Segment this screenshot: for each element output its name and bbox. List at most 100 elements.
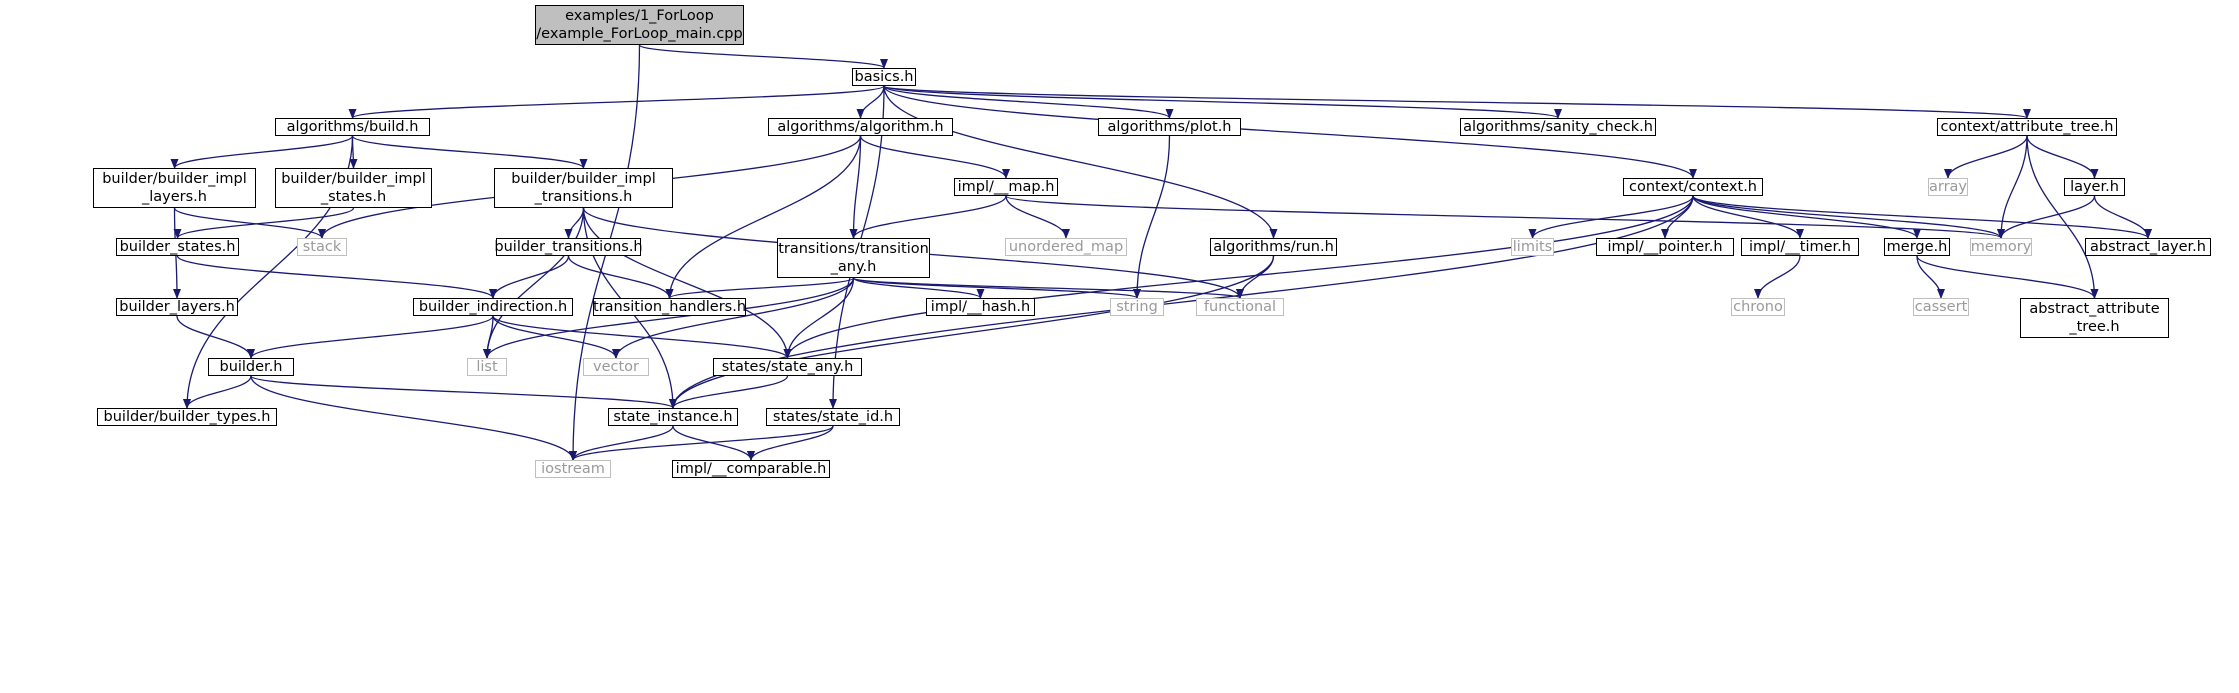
edge-state-instance-to-iostream bbox=[569, 425, 674, 461]
node-context-attribute-tree[interactable]: context/attribute_tree.h bbox=[1937, 118, 2117, 136]
node-algorithms-plot[interactable]: algorithms/plot.h bbox=[1098, 118, 1241, 136]
edge-impl-map-to-memory bbox=[1005, 195, 2005, 239]
node-basics[interactable]: basics.h bbox=[852, 68, 916, 86]
edge-alg-run-to-state-instance bbox=[669, 255, 1275, 409]
edge-state-id-to-iostream bbox=[569, 425, 834, 461]
edge-ctx-attr-to-array bbox=[1944, 135, 2028, 179]
edge-layer-to-memory bbox=[1997, 195, 2096, 239]
edge-ctx-context-to-impl-timer bbox=[1692, 195, 1804, 239]
edge-trans-any-to-list bbox=[483, 277, 855, 359]
edge-builder-trans-to-trans-handlers bbox=[567, 255, 674, 299]
edge-alg-build-to-bbi-layers bbox=[170, 135, 354, 169]
node-builder-layers[interactable]: builder_layers.h bbox=[116, 298, 238, 316]
edge-bbi-layers-to-stack bbox=[173, 207, 326, 239]
edge-alg-algorithm-to-trans-any bbox=[849, 135, 862, 239]
node-impl-pointer[interactable]: impl/__pointer.h bbox=[1596, 238, 1734, 256]
edge-trans-any-to-string bbox=[852, 277, 1141, 299]
edge-state-any-to-state-instance bbox=[669, 375, 789, 409]
node-system-string: string bbox=[1110, 298, 1164, 316]
edge-ctx-context-to-merge bbox=[1692, 195, 1921, 239]
edge-layer-to-abstract-layer bbox=[2093, 195, 2152, 239]
edge-ctx-attr-to-abstract-attr bbox=[2026, 135, 2099, 299]
node-system-unordered-map: unordered_map bbox=[1005, 238, 1127, 256]
node-abstract-attribute-tree[interactable]: abstract_attribute _tree.h bbox=[2020, 298, 2169, 338]
edge-basics-to-alg-sanity bbox=[883, 85, 1562, 119]
edge-ctx-context-to-state-instance bbox=[669, 195, 1694, 409]
node-state-instance[interactable]: state_instance.h bbox=[608, 408, 738, 426]
edge-ctx-context-to-limits bbox=[1528, 195, 1694, 239]
node-system-stack: stack bbox=[297, 238, 347, 256]
edge-builder-indir-to-builder-h bbox=[247, 315, 494, 359]
edge-alg-algorithm-to-trans-handlers bbox=[665, 135, 862, 299]
edge-impl-timer-to-chrono bbox=[1754, 255, 1801, 299]
edge-alg-algorithm-to-impl-map bbox=[859, 135, 1010, 179]
node-system-vector: vector bbox=[583, 358, 649, 376]
edge-impl-map-to-trans-any bbox=[849, 195, 1007, 239]
edge-builder-layers-to-builder-h bbox=[176, 315, 255, 359]
node-system-list: list bbox=[467, 358, 507, 376]
edge-alg-plot-to-string bbox=[1133, 135, 1171, 299]
node-impl-hash[interactable]: impl/__hash.h bbox=[926, 298, 1035, 316]
edge-main-to-basics bbox=[638, 44, 888, 69]
edge-alg-build-to-bbi-trans bbox=[351, 135, 588, 169]
node-example-forloop-main[interactable]: examples/1_ForLoop /example_ForLoop_main… bbox=[535, 5, 744, 45]
node-system-iostream: iostream bbox=[535, 460, 611, 478]
edge-trans-any-to-state-any bbox=[783, 277, 855, 359]
node-builder-states[interactable]: builder_states.h bbox=[116, 238, 239, 256]
edge-bbi-trans-to-list bbox=[483, 207, 585, 359]
node-impl-timer[interactable]: impl/__timer.h bbox=[1741, 238, 1859, 256]
edge-builder-states-to-builder-indir bbox=[176, 255, 497, 299]
node-layer[interactable]: layer.h bbox=[2064, 178, 2125, 196]
edge-builder-h-to-builder-types bbox=[183, 375, 252, 409]
edge-builder-h-to-state-instance bbox=[250, 375, 677, 409]
node-algorithms-run[interactable]: algorithms/run.h bbox=[1210, 238, 1337, 256]
node-impl-map[interactable]: impl/__map.h bbox=[954, 178, 1058, 196]
edge-trans-any-to-vector bbox=[612, 277, 855, 359]
edge-merge-to-cassert bbox=[1916, 255, 1945, 299]
edge-basics-to-alg-algorithm bbox=[856, 85, 885, 119]
edge-basics-to-ctx-context bbox=[883, 85, 1697, 179]
node-algorithms-sanity-check[interactable]: algorithms/sanity_check.h bbox=[1460, 118, 1656, 136]
node-builder-transitions[interactable]: builder_transitions.h bbox=[494, 238, 643, 256]
edge-ctx-attr-to-layer bbox=[2026, 135, 2099, 179]
edge-ctx-context-to-state-any bbox=[783, 195, 1694, 359]
edge-trans-any-to-trans-handlers bbox=[665, 277, 855, 299]
node-merge[interactable]: merge.h bbox=[1884, 238, 1950, 256]
node-system-functional: functional bbox=[1196, 298, 1284, 316]
node-transitions-transition-any[interactable]: transitions/transition _any.h bbox=[777, 238, 930, 278]
node-states-state-id[interactable]: states/state_id.h bbox=[766, 408, 900, 426]
node-impl-comparable[interactable]: impl/__comparable.h bbox=[672, 460, 830, 478]
node-builder[interactable]: builder.h bbox=[208, 358, 294, 376]
node-system-chrono: chrono bbox=[1731, 298, 1785, 316]
edge-builder-indir-to-vector bbox=[492, 315, 620, 359]
node-context-context[interactable]: context/context.h bbox=[1623, 178, 1763, 196]
edge-basics-to-alg-plot bbox=[883, 85, 1174, 119]
node-builder-impl-layers[interactable]: builder/builder_impl _layers.h bbox=[93, 168, 256, 208]
edge-builder-trans-to-builder-indir bbox=[489, 255, 570, 299]
edge-bbi-trans-to-state-any bbox=[582, 207, 792, 359]
edge-trans-any-to-impl-hash bbox=[852, 277, 985, 299]
edge-ctx-attr-to-memory bbox=[1997, 135, 2028, 239]
node-algorithms-build[interactable]: algorithms/build.h bbox=[275, 118, 430, 136]
node-system-memory: memory bbox=[1970, 238, 2032, 256]
node-algorithms-algorithm[interactable]: algorithms/algorithm.h bbox=[768, 118, 953, 136]
edge-builder-h-to-iostream bbox=[250, 375, 577, 461]
edge-ctx-context-to-abstract-layer bbox=[1692, 195, 2152, 239]
edge-bbi-states-to-builder-states bbox=[173, 207, 355, 239]
edge-basics-to-ctx-attr bbox=[883, 85, 2031, 119]
node-builder-impl-states[interactable]: builder/builder_impl _states.h bbox=[275, 168, 432, 208]
edge-impl-map-to-unordered-map bbox=[1005, 195, 1070, 239]
node-builder-impl-transitions[interactable]: builder/builder_impl _transitions.h bbox=[494, 168, 673, 208]
edge-builder-indir-to-list bbox=[483, 315, 494, 359]
edge-builder-indir-to-state-any bbox=[492, 315, 792, 359]
node-abstract-layer[interactable]: abstract_layer.h bbox=[2085, 238, 2211, 256]
node-builder-types[interactable]: builder/builder_types.h bbox=[97, 408, 277, 426]
node-builder-indirection[interactable]: builder_indirection.h bbox=[413, 298, 573, 316]
edge-basics-to-alg-run bbox=[883, 85, 1278, 239]
node-states-state-any[interactable]: states/state_any.h bbox=[713, 358, 862, 376]
edge-merge-to-abstract-attr bbox=[1916, 255, 2099, 299]
node-transition-handlers[interactable]: transition_handlers.h bbox=[592, 298, 747, 316]
edge-trans-any-to-functional bbox=[852, 277, 1244, 299]
